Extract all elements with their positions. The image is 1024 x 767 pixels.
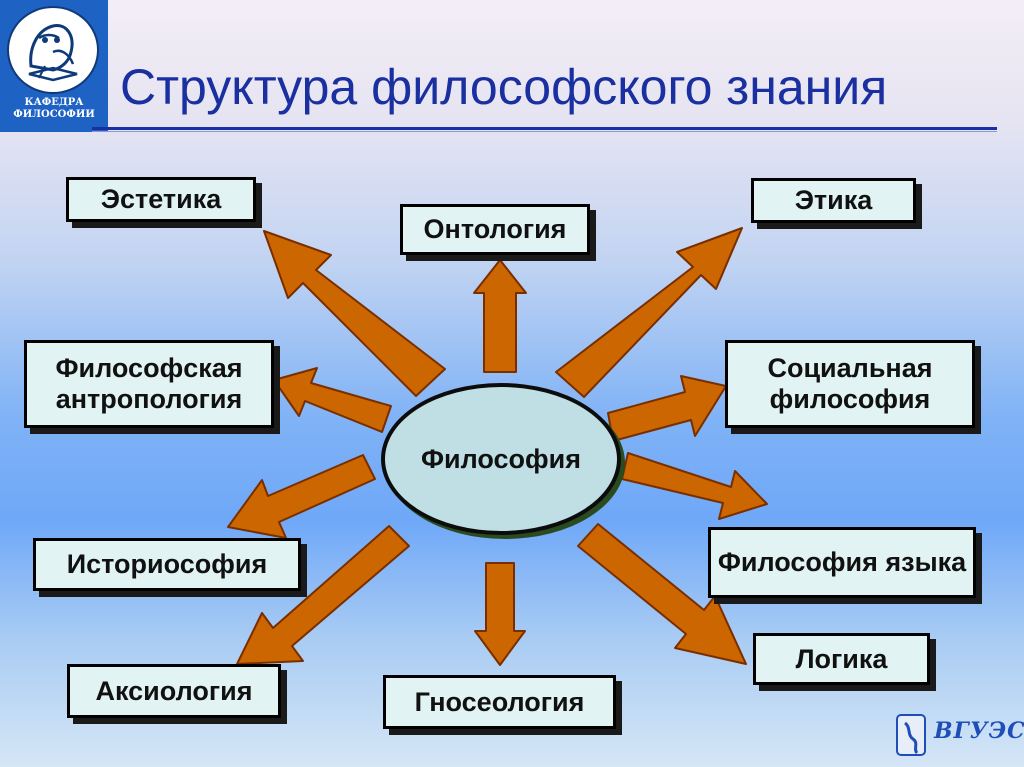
logo-line-1: КАФЕДРА	[24, 97, 84, 108]
node-logika: Логика	[753, 633, 930, 685]
arrow-to-istoriosofiya	[227, 454, 376, 539]
node-etika: Этика	[751, 178, 916, 223]
arrow-to-socialnaya	[607, 375, 727, 442]
arrow-to-estetika	[263, 230, 446, 397]
logo-line-2: ФИЛОСОФИИ	[13, 109, 95, 120]
arrow-to-logika	[577, 523, 747, 665]
node-istoriosofiya: Историософия	[33, 538, 301, 591]
title-underline	[92, 127, 997, 130]
node-ontologiya: Онтология	[400, 204, 590, 255]
arrow-to-etika	[555, 227, 743, 398]
arrow-to-aksiologiya	[236, 525, 410, 665]
node-estetika: Эстетика	[66, 177, 256, 222]
arrow-to-gnoseologiya	[474, 562, 526, 666]
owl-emblem-icon	[7, 6, 99, 94]
arrow-to-ontologiya	[473, 259, 527, 373]
node-gnoseologiya: Гносеология	[383, 675, 616, 729]
arrow-to-filosofiya-yazyka	[621, 452, 768, 520]
node-socialnaya: Социальная философия	[725, 340, 975, 428]
arrow-to-antropologiya	[273, 367, 392, 433]
slide-title: Структура философского знания	[120, 59, 888, 115]
node-aksiologiya: Аксиология	[67, 664, 281, 718]
logo-caption: КАФЕДРА ФИЛОСОФИИ	[0, 97, 108, 121]
university-logo-text: ВГУЭС	[934, 718, 1024, 744]
university-logo	[893, 713, 1013, 757]
node-antropologiya: Философская антропология	[24, 340, 274, 428]
node-filosofiya-yazyka: Философия языка	[708, 527, 976, 598]
university-emblem-icon	[896, 714, 926, 756]
center-node-philosophy: Философия	[381, 383, 621, 535]
department-logo: КАФЕДРА ФИЛОСОФИИ	[0, 0, 108, 132]
title-underline-thin	[92, 131, 997, 132]
